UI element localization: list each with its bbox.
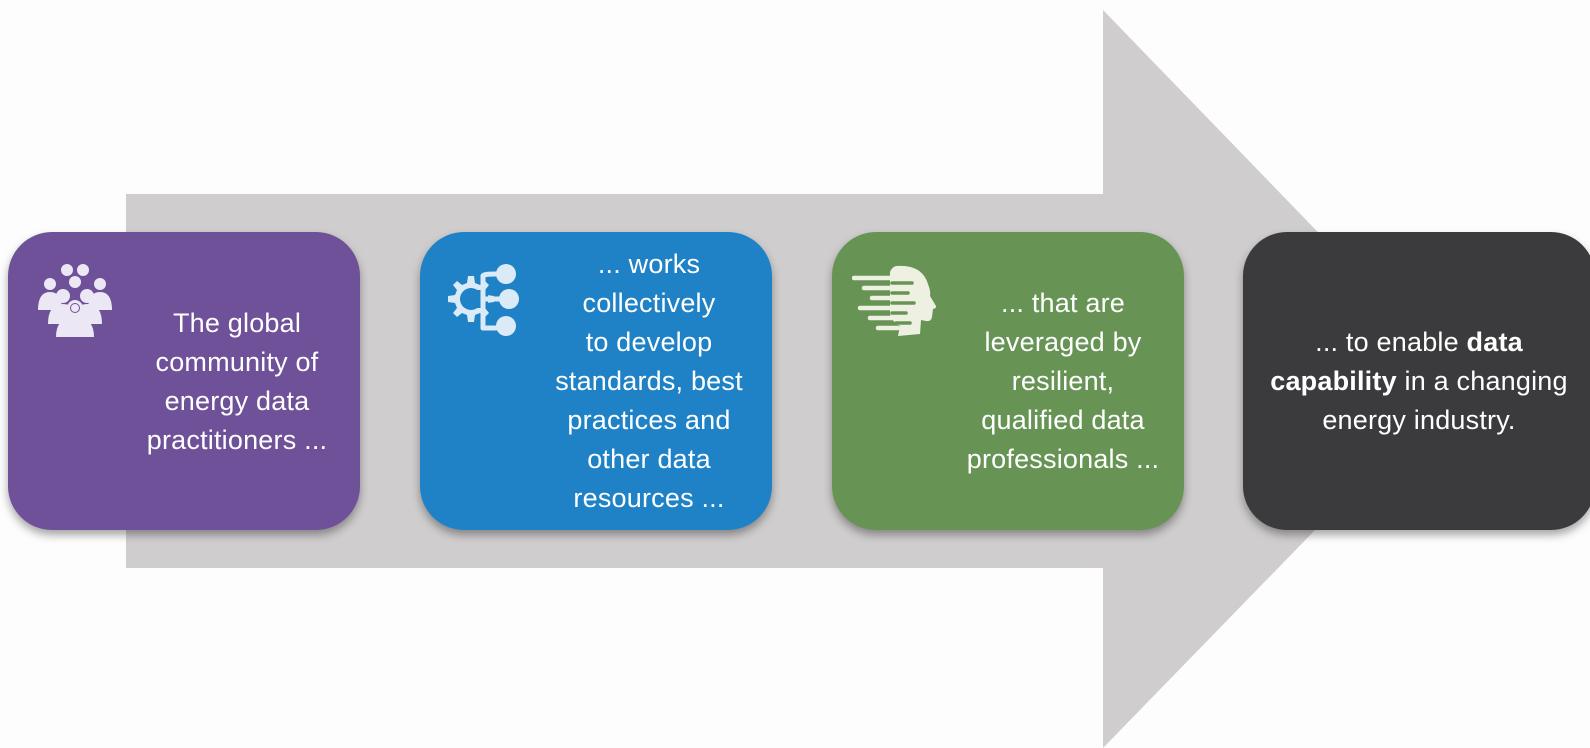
step-professionals-text: ... that are leveraged by resilient, qua…: [966, 288, 1160, 474]
step-capability-text-after: in a changing energy industry.: [1322, 366, 1568, 435]
fast-thinking-head-icon: [852, 265, 937, 336]
step-professionals: ... that are leveraged by resilient, qua…: [832, 232, 1184, 530]
step-capability: ... to enable data capability in a chang…: [1243, 232, 1590, 530]
step-capability-text: ... to enable data capability in a chang…: [1253, 323, 1585, 440]
step-standards-text: ... works collectively to develop standa…: [555, 249, 743, 513]
gear-network-icon: [448, 264, 519, 336]
group-people-icon: [38, 264, 112, 337]
step-community-text: The global community of energy data prac…: [146, 308, 328, 455]
step-capability-text-before: ... to enable: [1315, 327, 1467, 357]
step-capability-text-bold: data capability: [1270, 327, 1523, 396]
step-standards: ... works collectively to develop standa…: [420, 232, 772, 530]
step-community: The global community of energy data prac…: [8, 232, 360, 530]
